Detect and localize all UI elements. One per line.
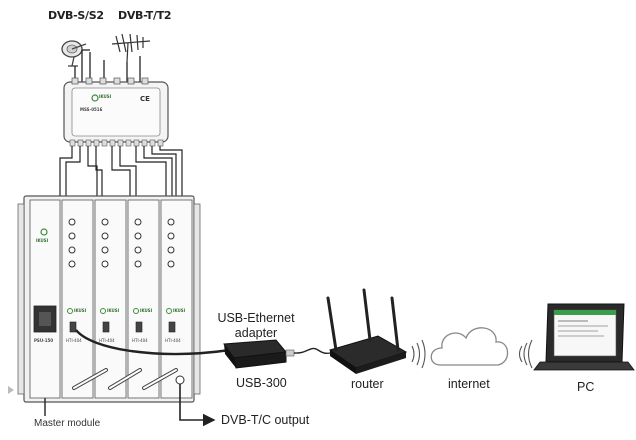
- router-label: router: [351, 377, 384, 391]
- usb-ethernet-adapter-label: USB-Ethernet adapter: [212, 311, 300, 341]
- distribution-cables: [59, 146, 183, 205]
- dvb-tc-output-label: DVB-T/C output: [221, 413, 310, 427]
- dvb-s-label: DVB-S/S2: [48, 9, 104, 22]
- master-module-label: Master module: [34, 418, 101, 429]
- multiswitch-device: CE: [63, 77, 169, 147]
- usb-ethernet-adapter: [223, 339, 295, 369]
- usb-cable: [75, 329, 231, 356]
- svg-text:CE: CE: [140, 95, 150, 103]
- terrestrial-antenna-icon: [111, 33, 151, 63]
- usb-300-label: USB-300: [236, 376, 287, 390]
- router-icon: [326, 288, 408, 374]
- master-module: [29, 199, 61, 399]
- pc-label: PC: [577, 380, 595, 394]
- chevron-right-icon: [8, 386, 14, 394]
- wifi-waves-icon: [518, 339, 533, 369]
- module-3-model: HTI-404: [132, 338, 148, 343]
- module-4-brand: IKUSI: [173, 308, 186, 313]
- laptop-pc-icon: [533, 303, 635, 371]
- module-1-brand: IKUSI: [74, 308, 87, 313]
- usb-ethernet-label-line2: adapter: [234, 326, 278, 340]
- internet-cloud-icon: [430, 327, 509, 366]
- ikusi-logo-icon: [40, 228, 48, 236]
- module-2-model: HTI-404: [99, 338, 115, 343]
- rf-output-connector: [175, 375, 185, 385]
- multiswitch-brand: IKUSI: [99, 94, 112, 99]
- dvb-output-arrow: [179, 384, 216, 427]
- psu-model: PSU-150: [34, 338, 54, 343]
- usb-ethernet-label-line1: USB-Ethernet: [217, 311, 295, 325]
- master-brand: IKUSI: [36, 238, 49, 243]
- input-cables: [74, 49, 141, 82]
- ikusi-logo-icon: [91, 94, 99, 102]
- module-3-brand: IKUSI: [140, 308, 153, 313]
- satellite-dish-icon: [61, 40, 87, 67]
- dvb-t-label: DVB-T/T2: [118, 9, 172, 22]
- wifi-waves-icon: [411, 339, 426, 369]
- module-1-model: HTI-404: [66, 338, 82, 343]
- module-4-model: HTI-404: [165, 338, 181, 343]
- module-2-brand: IKUSI: [107, 308, 120, 313]
- ethernet-cable: [293, 347, 337, 355]
- internet-label: internet: [448, 377, 490, 391]
- multiswitch-model: MSS-0516: [80, 107, 103, 112]
- headend-chassis: [17, 195, 201, 403]
